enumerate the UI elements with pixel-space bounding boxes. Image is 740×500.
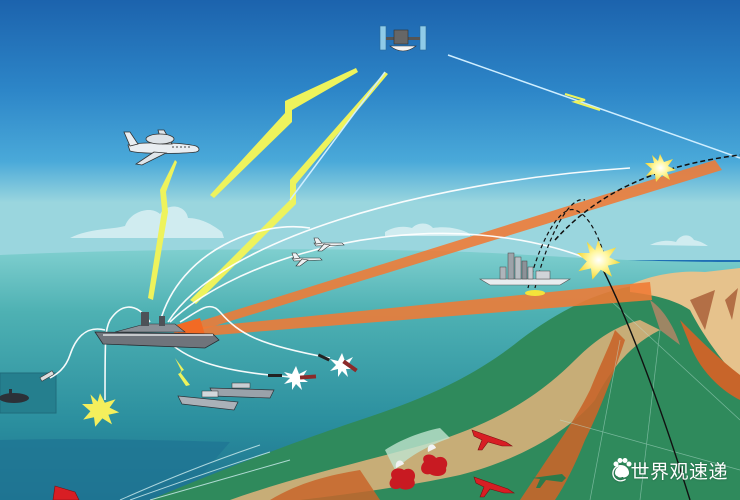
destroyed-targets	[389, 444, 448, 490]
friendly-aircraft-green	[532, 474, 566, 488]
interceptor-trail-mid	[169, 232, 596, 323]
data-links	[148, 68, 388, 386]
watermark-text: @世界观速递	[610, 461, 728, 483]
datalink-ship-to-boats	[175, 358, 190, 386]
friendly-fighters-icon	[291, 237, 345, 267]
incoming-missiles	[39, 353, 358, 382]
land-orange	[520, 330, 625, 500]
missile-trails	[49, 167, 631, 401]
asw-trail	[104, 306, 151, 401]
torpedo-trail	[49, 328, 106, 379]
datalink-aew-to-ship	[148, 160, 177, 300]
aew-aircraft-icon	[123, 129, 200, 166]
sky	[0, 0, 740, 260]
submarine-inset	[0, 372, 57, 414]
land-green	[150, 280, 740, 500]
enemy-fighter-icon	[471, 429, 513, 451]
destroyer-icon	[94, 312, 220, 349]
satellite-links	[289, 54, 740, 201]
mountain-range	[630, 268, 740, 400]
explosion-icon	[82, 393, 120, 427]
intercept-explosions	[82, 154, 676, 427]
datalink-satellite-to-aew	[210, 68, 358, 198]
explosion-icon	[330, 353, 354, 377]
submarine-icon	[0, 393, 29, 403]
interceptor-trail-upper	[167, 167, 631, 323]
watermark: @世界观速递	[611, 457, 728, 484]
radar-beam-upper	[172, 160, 722, 336]
explosion-icon	[645, 154, 676, 182]
explosion-icon	[577, 240, 621, 280]
enemy-fighter-icon	[473, 476, 515, 498]
datalink-satellite-to-ship	[190, 72, 388, 304]
radar-dome-icon	[145, 133, 175, 145]
enemy-aircraft	[52, 429, 515, 500]
patrol-boats-icon	[177, 382, 275, 411]
coastal-city-icon	[478, 252, 572, 296]
anti-ship-trail-1	[179, 305, 331, 359]
explosion-icon	[284, 366, 308, 390]
baidu-paw-icon	[613, 458, 632, 477]
ballistic-trajectories	[527, 154, 740, 500]
torpedo-icon	[39, 370, 55, 382]
coast-wake-lines	[119, 444, 291, 500]
radar-beam-lower	[172, 282, 652, 338]
satellite-icon	[379, 25, 427, 52]
ballistic-missile-descent	[597, 259, 691, 500]
